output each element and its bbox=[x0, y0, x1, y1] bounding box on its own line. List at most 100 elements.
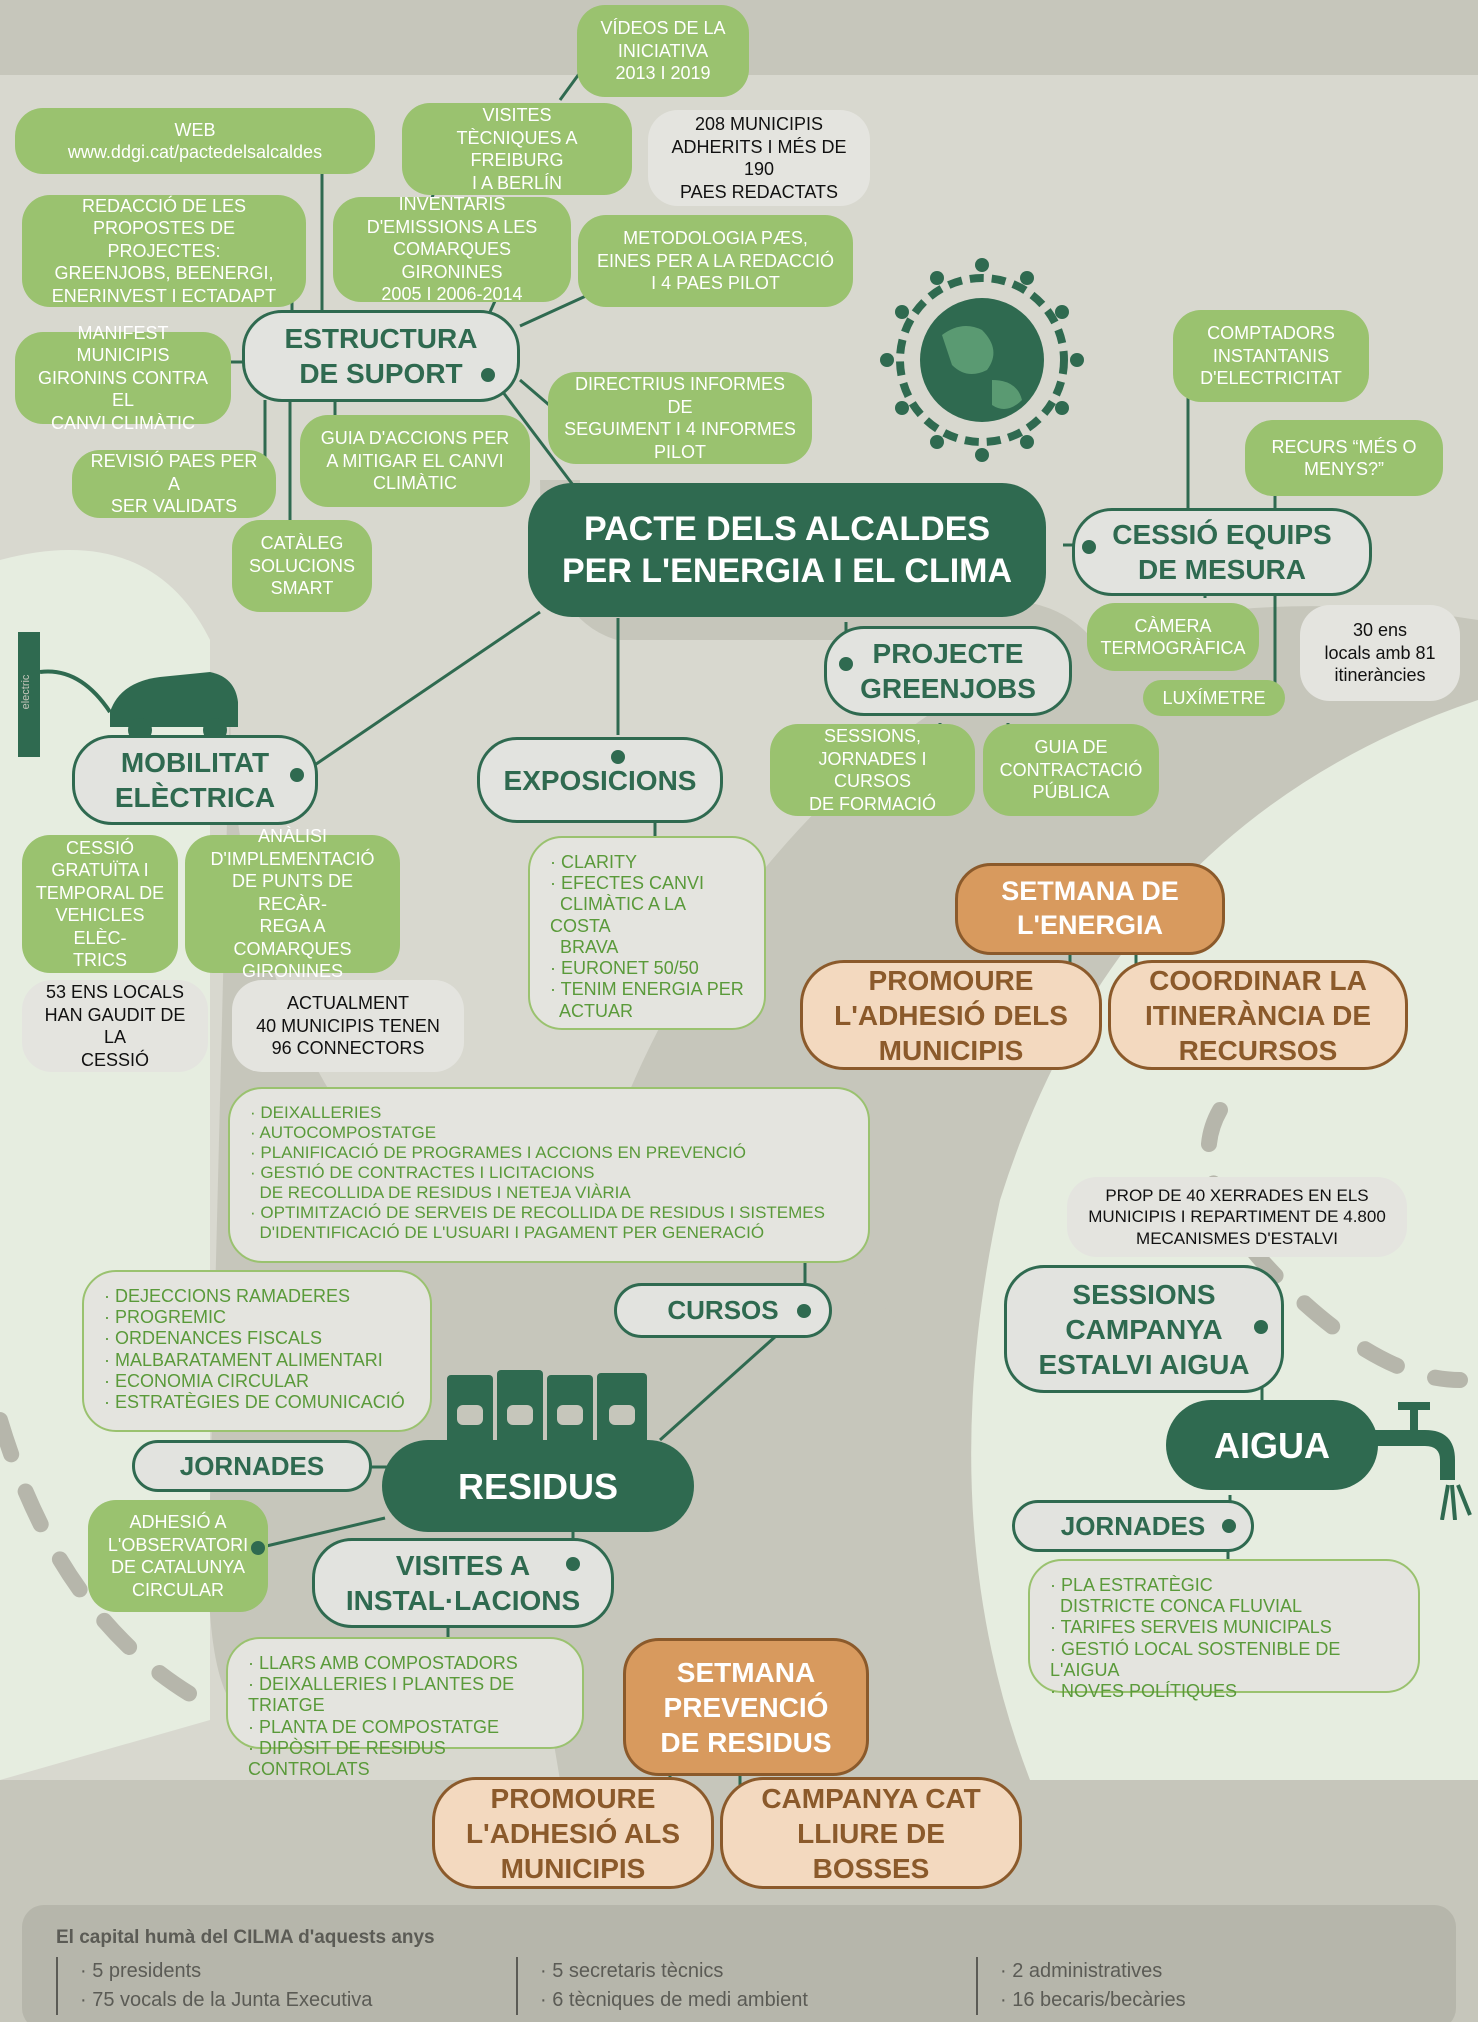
aigua-node: AIGUA bbox=[1166, 1400, 1378, 1490]
cursos-connector-dot bbox=[797, 1304, 811, 1318]
jornada-aigua-item: DISTRICTE CONCA FLUVIAL bbox=[1060, 1596, 1303, 1617]
exposicio-item: TENIM ENERGIA PER bbox=[550, 979, 744, 1000]
jornada-aigua-item: PLA ESTRATÈGIC bbox=[1050, 1575, 1398, 1596]
exposicio-item: EFECTES CANVI bbox=[550, 873, 744, 894]
exposicio-item: ACTUAR bbox=[559, 1000, 634, 1021]
footer-item: 16 becaris/becàries bbox=[1000, 1986, 1376, 2015]
electric-car-icon: electric bbox=[18, 632, 238, 757]
visita-item: DIPÒSIT DE RESIDUS CONTROLATS bbox=[248, 1738, 562, 1780]
jornades-aigua-connector-dot bbox=[1222, 1519, 1236, 1533]
curs-item: PLANIFICACIÓ DE PROGRAMES I ACCIONS EN P… bbox=[250, 1143, 848, 1163]
jornades-aigua-list: PLA ESTRATÈGIC DISTRICTE CONCA FLUVIAL T… bbox=[1028, 1559, 1420, 1701]
jornada-aigua-item: NOVES POLÍTIQUES bbox=[1050, 1681, 1398, 1702]
adhesio-connector-dot bbox=[251, 1541, 265, 1555]
exposicions-connector-dot bbox=[611, 750, 625, 764]
car-logo-text: electric bbox=[20, 674, 32, 709]
mobilitat-connector-dot bbox=[290, 768, 304, 782]
visita-item: PLANTA DE COMPOSTATGE bbox=[248, 1717, 562, 1738]
footer-title: El capital humà del CILMA d'aquests anys bbox=[56, 1927, 435, 1948]
footer-item: 5 secretaris tècnics bbox=[540, 1957, 976, 1986]
visita-item: LLARS AMB COMPOSTADORS bbox=[248, 1653, 562, 1674]
cessio-connector-dot bbox=[1082, 540, 1096, 554]
footer-item: 6 tècniques de medi ambient bbox=[540, 1986, 976, 2015]
footer-column-1: 5 presidents 75 vocals de la Junta Execu… bbox=[56, 1957, 516, 2015]
water-tap-icon bbox=[1370, 1402, 1472, 1520]
exposicio-item: CLIMÀTIC A LA COSTA bbox=[550, 894, 686, 936]
curs-item: AUTOCOMPOSTATGE bbox=[250, 1123, 848, 1143]
footer-item: 2 administratives bbox=[1000, 1957, 1376, 1986]
visita-item: DEIXALLERIES I PLANTES DE TRIATGE bbox=[248, 1674, 562, 1716]
jornada-item: ORDENANCES FISCALS bbox=[104, 1328, 410, 1349]
exposicio-item: BRAVA bbox=[560, 936, 619, 957]
curs-item: GESTIÓ DE CONTRACTES I LICITACIONS bbox=[250, 1163, 848, 1183]
jornada-item: ECONOMIA CIRCULAR bbox=[104, 1371, 410, 1392]
jornades-residus-node: JORNADES bbox=[132, 1440, 372, 1492]
jornades-residus-list: DEJECCIONS RAMADERES PROGREMIC ORDENANCE… bbox=[82, 1270, 432, 1432]
visites-installacions-list: LLARS AMB COMPOSTADORS DEIXALLERIES I PL… bbox=[226, 1637, 584, 1779]
web-node: WEB www.ddgi.cat/pactedelsalcaldes bbox=[15, 108, 375, 174]
footer-item: 5 presidents bbox=[80, 1957, 516, 1986]
curs-item: DE RECOLLIDA DE RESIDUS I NETEJA VIÀRIA bbox=[259, 1183, 631, 1203]
footer-column-3: 2 administratives 16 becaris/becàries bbox=[976, 1957, 1376, 2015]
jornada-item: DEJECCIONS RAMADERES bbox=[104, 1286, 410, 1307]
curs-item: OPTIMITZACIÓ DE SERVEIS DE RECOLLIDA DE … bbox=[250, 1203, 848, 1223]
jornada-item: PROGREMIC bbox=[104, 1307, 410, 1328]
footer-capital-huma: El capital humà del CILMA d'aquests anys… bbox=[22, 1905, 1456, 2022]
earth-people-icon bbox=[880, 258, 1084, 462]
estructura-connector-dot bbox=[481, 368, 495, 382]
residus-node: RESIDUS bbox=[382, 1440, 694, 1532]
exposicio-item: CLARITY bbox=[550, 852, 744, 873]
exposicions-list: CLARITY EFECTES CANVI CLIMÀTIC A LA COST… bbox=[528, 836, 766, 1030]
luximetre-node: LUXÍMETRE bbox=[1143, 680, 1285, 716]
visites-connector-dot bbox=[566, 1557, 580, 1571]
jornada-aigua-item: GESTIÓ LOCAL SOSTENIBLE DE L'AIGUA bbox=[1050, 1639, 1398, 1681]
curs-item: D'IDENTIFICACIÓ DE L'USUARI I PAGAMENT P… bbox=[259, 1223, 765, 1243]
footer-column-2: 5 secretaris tècnics 6 tècniques de medi… bbox=[516, 1957, 976, 2015]
exposicions-node: EXPOSICIONS bbox=[477, 737, 723, 823]
jornades-aigua-node: JORNADES bbox=[1012, 1500, 1254, 1552]
jornada-item: ESTRATÈGIES DE COMUNICACIÓ bbox=[104, 1392, 410, 1413]
exposicio-item: EURONET 50/50 bbox=[550, 958, 744, 979]
cursos-node: CURSOS bbox=[614, 1283, 832, 1338]
curs-item: DEIXALLERIES bbox=[250, 1103, 848, 1123]
footer-item: 75 vocals de la Junta Executiva bbox=[80, 1986, 516, 2015]
cursos-list: DEIXALLERIES AUTOCOMPOSTATGE PLANIFICACI… bbox=[228, 1087, 870, 1263]
jornada-item: MALBARATAMENT ALIMENTARI bbox=[104, 1350, 410, 1371]
